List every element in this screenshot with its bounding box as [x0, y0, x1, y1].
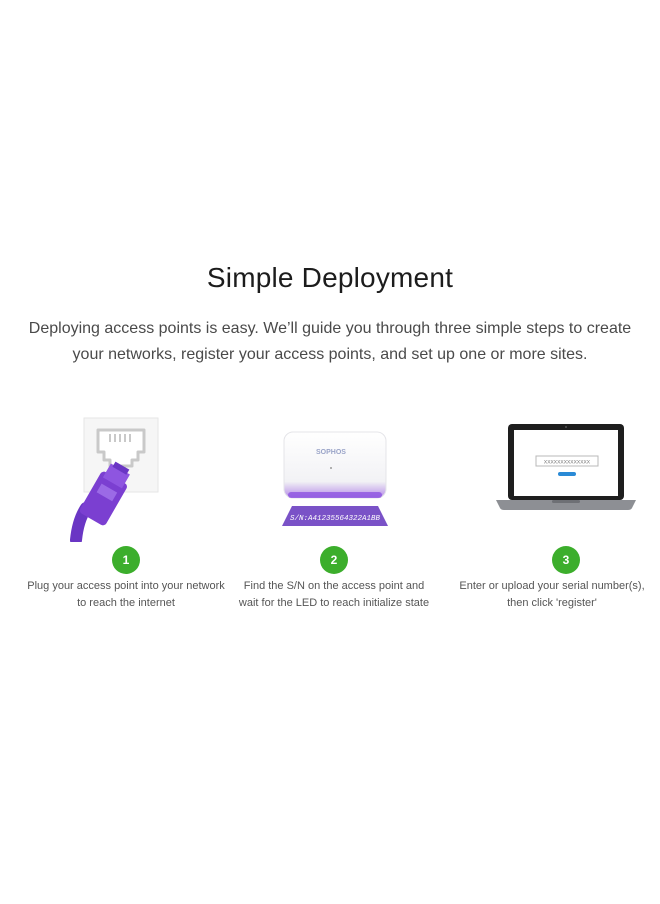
intro-line-1: Deploying access points is easy. We’ll g… — [28, 320, 632, 337]
ethernet-cable-icon — [16, 410, 236, 546]
step-caption: Plug your access point into your network… — [6, 578, 246, 612]
step-caption-line-2: to reach the internet — [77, 597, 175, 609]
step-number-badge: 2 — [320, 546, 348, 574]
step-caption-line-1: Plug your access point into your network — [27, 580, 225, 592]
page-title: Simple Deployment — [206, 262, 454, 293]
step-caption: Find the S/N on the access point and wai… — [214, 578, 454, 612]
serial-input-placeholder: XXXXXXXXXXXXXX — [544, 459, 591, 466]
step-caption-line-1: Find the S/N on the access point and — [243, 580, 425, 592]
intro-text: Deploying access points is easy. We’ll g… — [0, 316, 660, 368]
intro-line-2: your networks, register your access poin… — [72, 346, 588, 363]
device-brand-text: SOPHOS — [316, 449, 346, 456]
step-caption-line-2: then click 'register' — [507, 597, 597, 609]
step-caption-line-2: wait for the LED to reach initialize sta… — [238, 597, 430, 609]
laptop-icon: XXXXXXXXXXXXXX — [456, 410, 660, 542]
access-point-device-icon: SOPHOS S/N:A41235564322A1BB — [224, 410, 444, 542]
serial-number-label: S/N:A41235564322A1BB — [290, 515, 381, 523]
step-caption-line-1: Enter or upload your serial number(s), — [459, 580, 645, 592]
step-2: SOPHOS S/N:A41235564322A1BB 2 Find the S… — [224, 410, 444, 620]
step-number-badge: 1 — [112, 546, 140, 574]
step-3: XXXXXXXXXXXXXX 3 Enter or upload your se… — [456, 410, 660, 620]
step-caption: Enter or upload your serial number(s), t… — [432, 578, 660, 612]
step-1: 1 Plug your access point into your netwo… — [16, 410, 236, 620]
step-number-badge: 3 — [552, 546, 580, 574]
